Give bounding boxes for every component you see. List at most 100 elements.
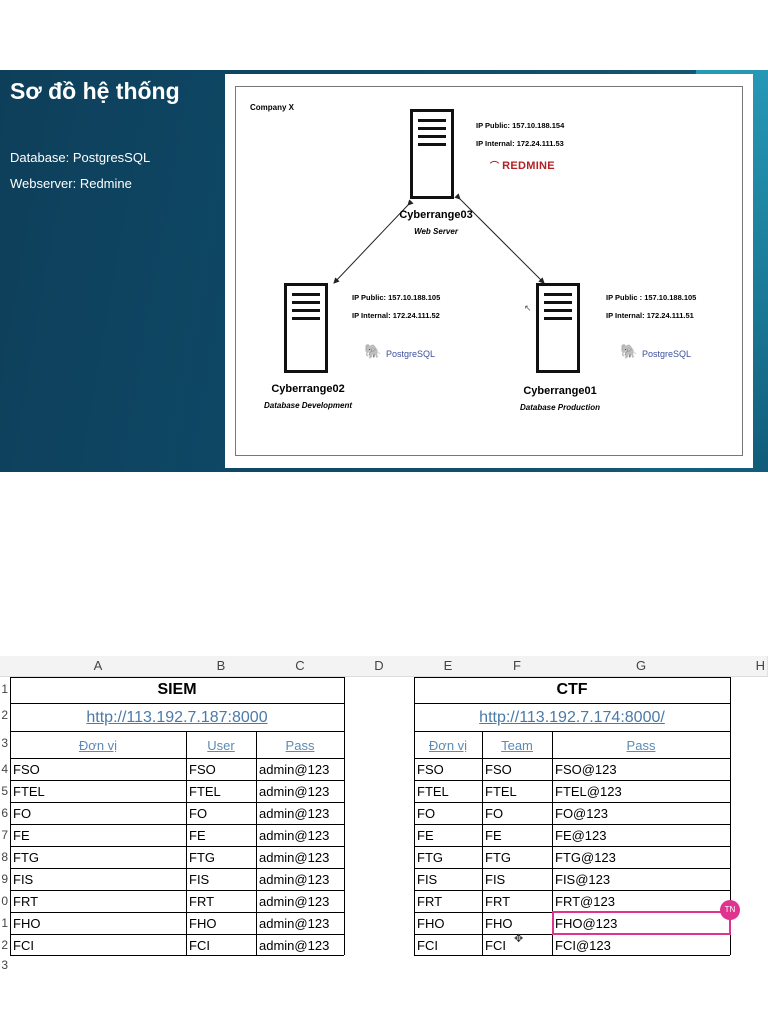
- siem-cell-unit[interactable]: FIS: [13, 872, 34, 887]
- siem-cell-user[interactable]: FRT: [189, 894, 215, 909]
- ctf-cell-team[interactable]: FCI: [485, 938, 506, 953]
- siem-title[interactable]: SIEM: [157, 681, 197, 698]
- ctf-url-link[interactable]: http://113.192.7.174:8000/: [479, 709, 665, 726]
- ctf-cell-pass[interactable]: FTEL@123: [555, 784, 622, 799]
- ctf-cell-unit[interactable]: FIS: [417, 872, 438, 887]
- ctf-cell-pass[interactable]: FHO@123: [555, 916, 618, 931]
- column-header-g[interactable]: G: [552, 656, 731, 676]
- siem-header-pass[interactable]: Pass: [285, 738, 315, 753]
- ctf-cell-team[interactable]: FIS: [485, 872, 506, 887]
- ctf-cell-team[interactable]: FE: [485, 828, 502, 843]
- column-header-c[interactable]: C: [256, 656, 345, 676]
- siem-cell-unit[interactable]: FTG: [13, 850, 39, 865]
- ctf-cell-team[interactable]: FO: [485, 806, 504, 821]
- siem-cell-user[interactable]: FO: [189, 806, 208, 821]
- ctf-cell-unit[interactable]: FTEL: [417, 784, 449, 799]
- siem-cell-user[interactable]: FTG: [189, 850, 215, 865]
- collaborator-avatar[interactable]: TN: [720, 900, 740, 920]
- row-number[interactable]: 7: [1, 828, 8, 842]
- siem-cell-unit[interactable]: FHO: [13, 916, 41, 931]
- selected-cell-g11[interactable]: [552, 911, 731, 935]
- ctf-cell-pass[interactable]: FCI@123: [555, 938, 611, 953]
- column-header-e[interactable]: E: [414, 656, 483, 676]
- row-number[interactable]: 4: [1, 762, 8, 776]
- ctf-cell-unit[interactable]: FRT: [417, 894, 443, 909]
- siem-cell-user[interactable]: FHO: [189, 916, 217, 931]
- ctf-header-team[interactable]: Team: [501, 738, 533, 753]
- siem-cell-pass[interactable]: admin@123: [259, 762, 330, 777]
- siem-cell-user[interactable]: FCI: [189, 938, 210, 953]
- connection-arrows: [333, 193, 545, 284]
- siem-cell-pass[interactable]: admin@123: [259, 806, 330, 821]
- siem-cell-unit[interactable]: FE: [13, 828, 30, 843]
- siem-border: [10, 677, 11, 955]
- postgres-elephant-icon: 🐘: [620, 343, 638, 359]
- column-header-a[interactable]: A: [10, 656, 187, 676]
- ctf-cell-unit[interactable]: FHO: [417, 916, 445, 931]
- siem-url-link[interactable]: http://113.192.7.187:8000: [86, 709, 268, 726]
- ip-internal-cyberrange02: IP Internal: 172.24.111.52: [352, 311, 440, 320]
- siem-cell-pass[interactable]: admin@123: [259, 938, 330, 953]
- row-number[interactable]: 1: [1, 916, 8, 930]
- ctf-cell-unit[interactable]: FCI: [417, 938, 438, 953]
- row-number[interactable]: 8: [1, 850, 8, 864]
- mouse-cursor-icon: ↖: [524, 303, 532, 313]
- ctf-cell-pass[interactable]: FIS@123: [555, 872, 611, 887]
- siem-border: [256, 731, 257, 955]
- siem-cell-user[interactable]: FE: [189, 828, 206, 843]
- siem-cell-pass[interactable]: admin@123: [259, 894, 330, 909]
- server-role-prod: Database Production: [519, 403, 600, 412]
- ctf-cell-pass[interactable]: FSO@123: [555, 762, 617, 777]
- siem-cell-pass[interactable]: admin@123: [259, 784, 330, 799]
- row-number[interactable]: 6: [1, 806, 8, 820]
- ctf-title[interactable]: CTF: [556, 681, 588, 698]
- ctf-header-pass[interactable]: Pass: [626, 738, 656, 753]
- ctf-cell-pass[interactable]: FE@123: [555, 828, 607, 843]
- ctf-cell-unit[interactable]: FSO: [417, 762, 444, 777]
- row-number[interactable]: 3: [1, 736, 8, 750]
- ctf-cell-team[interactable]: FTEL: [485, 784, 517, 799]
- siem-cell-unit[interactable]: FO: [13, 806, 32, 821]
- siem-cell-pass[interactable]: admin@123: [259, 872, 330, 887]
- column-header-f[interactable]: F: [482, 656, 553, 676]
- ctf-header-donvi[interactable]: Đơn vị: [428, 738, 468, 753]
- ctf-cell-unit[interactable]: FTG: [417, 850, 443, 865]
- siem-header-donvi[interactable]: Đơn vị: [78, 738, 118, 753]
- column-header-d[interactable]: D: [344, 656, 415, 676]
- ctf-cell-unit[interactable]: FO: [417, 806, 436, 821]
- row-number[interactable]: 0: [1, 894, 8, 908]
- ctf-cell-team[interactable]: FHO: [485, 916, 513, 931]
- row-number[interactable]: 9: [1, 872, 8, 886]
- ctf-cell-unit[interactable]: FE: [417, 828, 434, 843]
- server-name-cyberrange01: Cyberrange01: [523, 385, 597, 397]
- row-number[interactable]: 5: [1, 784, 8, 798]
- siem-cell-pass[interactable]: admin@123: [259, 916, 330, 931]
- siem-cell-unit[interactable]: FTEL: [13, 784, 45, 799]
- ip-public-cyberrange03: IP Public: 157.10.188.154: [476, 121, 565, 130]
- row-number[interactable]: 1: [1, 682, 8, 696]
- ctf-cell-team[interactable]: FTG: [485, 850, 511, 865]
- column-header-h[interactable]: H: [730, 656, 768, 676]
- siem-cell-unit[interactable]: FCI: [13, 938, 34, 953]
- siem-cell-unit[interactable]: FSO: [13, 762, 40, 777]
- siem-cell-user[interactable]: FTEL: [189, 784, 221, 799]
- siem-cell-pass[interactable]: admin@123: [259, 850, 330, 865]
- ctf-cell-pass[interactable]: FRT@123: [555, 894, 615, 909]
- siem-header-user[interactable]: User: [207, 738, 235, 753]
- fill-handle-cursor-icon: ✥: [514, 933, 524, 945]
- row-number[interactable]: 3: [1, 958, 8, 972]
- row-border: [10, 846, 344, 847]
- row-number[interactable]: 2: [1, 938, 8, 952]
- ctf-cell-team[interactable]: FSO: [485, 762, 512, 777]
- row-number[interactable]: 2: [1, 708, 8, 722]
- ctf-border: [552, 731, 553, 955]
- server-cyberrange02-icon: [284, 283, 328, 373]
- column-header-b[interactable]: B: [186, 656, 257, 676]
- siem-cell-pass[interactable]: admin@123: [259, 828, 330, 843]
- ctf-cell-team[interactable]: FRT: [485, 894, 511, 909]
- ctf-cell-pass[interactable]: FO@123: [555, 806, 608, 821]
- ctf-cell-pass[interactable]: FTG@123: [555, 850, 616, 865]
- siem-cell-user[interactable]: FSO: [189, 762, 216, 777]
- siem-cell-user[interactable]: FIS: [189, 872, 210, 887]
- siem-cell-unit[interactable]: FRT: [13, 894, 39, 909]
